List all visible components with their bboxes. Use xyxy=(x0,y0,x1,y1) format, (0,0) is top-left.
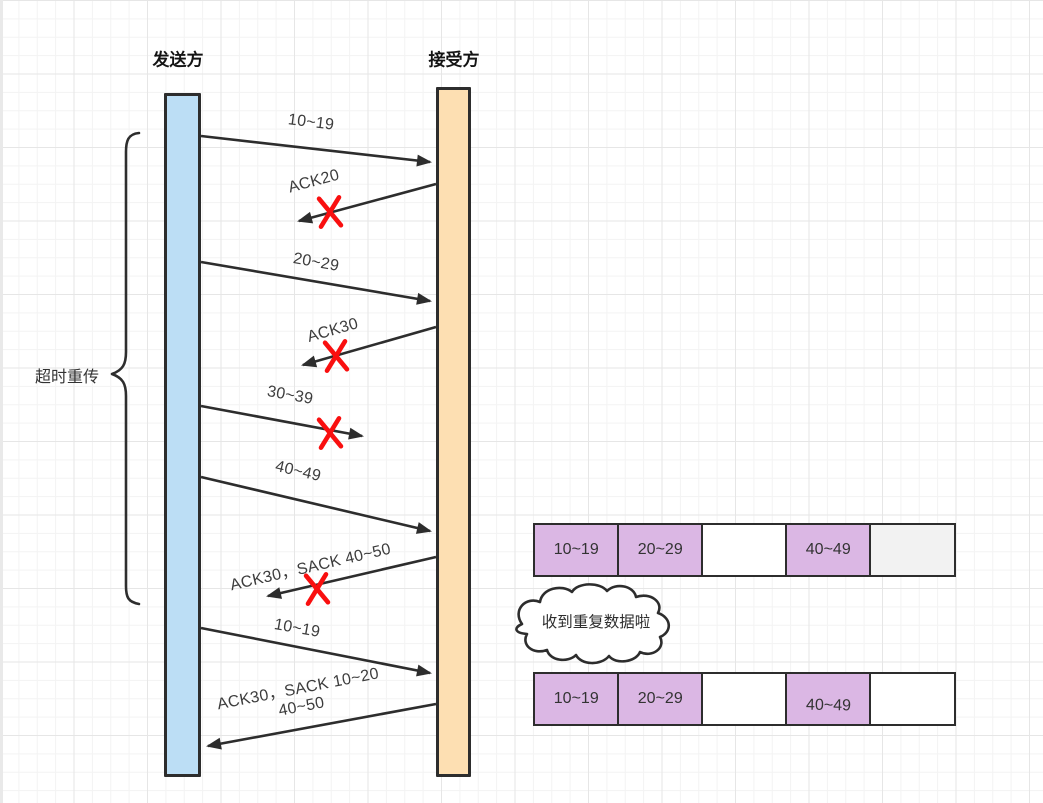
buffer1-cell-10-19: 10~19 xyxy=(533,523,620,577)
arrow-resend-10-19 xyxy=(200,626,432,677)
buffer2-cell-20-29: 20~29 xyxy=(617,672,704,726)
arrow-ack20 xyxy=(297,182,437,224)
buffer1-cell-label: 40~49 xyxy=(805,541,851,558)
receiver-title: 接受方 xyxy=(428,50,480,70)
duplicate-data-cloud-text: 收到重复数据啦 xyxy=(541,614,651,631)
duplicate-data-cloud xyxy=(515,583,671,665)
buffer2-cell-label: 20~29 xyxy=(637,690,683,707)
arrow-ack30-sack-40-50 xyxy=(266,555,437,599)
sender-title: 发送方 xyxy=(152,50,204,70)
buffer1-cell-40-49: 40~49 xyxy=(785,523,872,577)
buffer2-cell-empty-30-39 xyxy=(701,672,788,726)
buffer1-cell-label: 20~29 xyxy=(637,541,683,558)
buffer2-cell-label: 10~19 xyxy=(553,690,599,707)
arrow-send-40-49 xyxy=(200,475,432,534)
receiver-lifeline-bar xyxy=(436,87,471,777)
canvas-left-edge xyxy=(0,0,3,803)
buffer2-cell-label: 40~49 xyxy=(805,696,851,715)
arrow-send-20-29 xyxy=(200,260,432,305)
arrow-send-30-39 xyxy=(200,404,364,440)
buffer2-cell-empty-tail xyxy=(869,672,956,726)
lost-x-ack30 xyxy=(322,339,350,373)
lost-x-30-39 xyxy=(316,416,344,450)
lost-x-ack20 xyxy=(316,195,344,229)
receive-buffer-row-2: 10~19 20~29 40~49 xyxy=(533,672,956,726)
receive-buffer-row-1: 10~19 20~29 40~49 xyxy=(533,523,956,577)
arrow-send-10-19 xyxy=(200,134,432,167)
timeout-brace xyxy=(110,131,141,606)
arrow-ack30-1 xyxy=(301,325,437,368)
buffer1-cell-20-29: 20~29 xyxy=(617,523,704,577)
arrow-ack30-sack-10-20-40-50 xyxy=(206,702,437,750)
sender-lifeline-bar xyxy=(164,93,201,777)
lost-x-sack-40-50 xyxy=(303,572,331,606)
buffer2-cell-10-19: 10~19 xyxy=(533,672,620,726)
buffer1-cell-empty-tail xyxy=(869,523,956,577)
buffer1-cell-empty-30-39 xyxy=(701,523,788,577)
buffer2-cell-40-49: 40~49 xyxy=(785,672,872,726)
timeout-retransmit-label: 超时重传 xyxy=(34,369,100,386)
buffer1-cell-label: 10~19 xyxy=(553,541,599,558)
